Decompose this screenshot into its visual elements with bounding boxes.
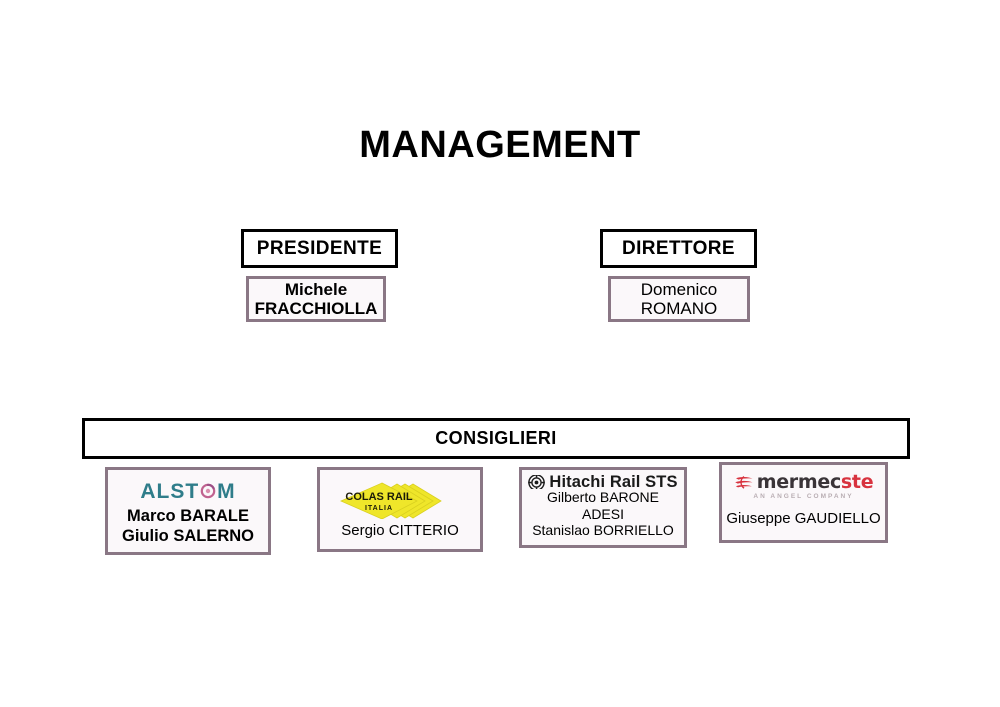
board-member-card-hitachi-rail-sts: Hitachi Rail STS Gilberto BARONE ADESI S… [519, 467, 687, 548]
colas-rail-logo-icon: COLAS RAIL ITALIA [325, 479, 475, 519]
logo-zone-mermec: mermecste AN ANGEL COMPANY [726, 470, 881, 504]
hitachi-logo-text-a: Hitachi Rail STS [549, 475, 678, 490]
member-name: Sergio CITTERIO [341, 522, 459, 540]
alstom-logo-icon: ALST M [140, 481, 235, 502]
mermec-logo-icon: mermecste AN ANGEL COMPANY [734, 473, 874, 501]
member-name: Giuseppe GAUDIELLO [726, 510, 881, 528]
board-member-card-mermec-ste: mermecste AN ANGEL COMPANY Giuseppe GAUD… [719, 462, 888, 543]
person-box-direttore: Domenico ROMANO [608, 276, 750, 322]
role-label-direttore: DIRETTORE [621, 237, 736, 259]
member-names-mermec: Giuseppe GAUDIELLO [726, 504, 881, 534]
logo-zone-alstom: ALST M [112, 475, 264, 507]
hitachi-target-mark-icon [528, 475, 546, 490]
board-member-card-alstom: ALST M Marco BARALE Giulio SALERNO [105, 467, 271, 555]
alstom-logo-text-a: ALST [140, 479, 200, 503]
logo-zone-colas-rail: COLAS RAIL ITALIA [324, 475, 476, 519]
consiglieri-header-bar: CONSIGLIERI [82, 418, 910, 459]
member-name: Marco BARALE [127, 507, 249, 526]
member-names-hitachi: Gilberto BARONE ADESI Stanislao BORRIELL… [526, 489, 680, 539]
logo-zone-hitachi: Hitachi Rail STS [526, 475, 680, 490]
person-box-presidente: Michele FRACCHIOLLA [246, 276, 386, 322]
mermec-logo-text-a: mermec [756, 471, 842, 494]
consiglieri-label: CONSIGLIERI [435, 428, 557, 448]
mermec-logo-text-b: ste [840, 471, 874, 494]
page-title: MANAGEMENT [359, 124, 641, 166]
member-names-colas-rail: Sergio CITTERIO [324, 519, 476, 543]
mermec-swoosh-icon [734, 475, 754, 490]
person-first-name-presidente: Michele [284, 279, 348, 299]
alstom-swirl-o-icon [200, 483, 216, 499]
colas-rail-logo-text-b: ITALIA [365, 505, 393, 512]
board-member-card-colas-rail: COLAS RAIL ITALIA Sergio CITTERIO [317, 467, 483, 552]
person-last-name-direttore: ROMANO [640, 299, 718, 318]
member-name: Stanislao BORRIELLO [532, 522, 674, 539]
colas-rail-logo-text-a: COLAS RAIL [345, 491, 413, 503]
role-box-direttore: DIRETTORE [600, 229, 757, 268]
member-name: Giulio SALERNO [122, 526, 254, 545]
role-label-presidente: PRESIDENTE [256, 237, 383, 259]
person-first-name-direttore: Domenico [640, 279, 718, 299]
mermec-logo-tagline: AN ANGEL COMPANY [753, 493, 854, 501]
hitachi-logo-icon: Hitachi Rail STS [528, 475, 678, 490]
member-names-alstom: Marco BARALE Giulio SALERNO [112, 507, 264, 546]
role-box-presidente: PRESIDENTE [241, 229, 398, 268]
alstom-logo-text-b: M [217, 479, 236, 503]
person-last-name-presidente: FRACCHIOLLA [254, 299, 378, 318]
member-name: Gilberto BARONE ADESI [546, 489, 660, 522]
